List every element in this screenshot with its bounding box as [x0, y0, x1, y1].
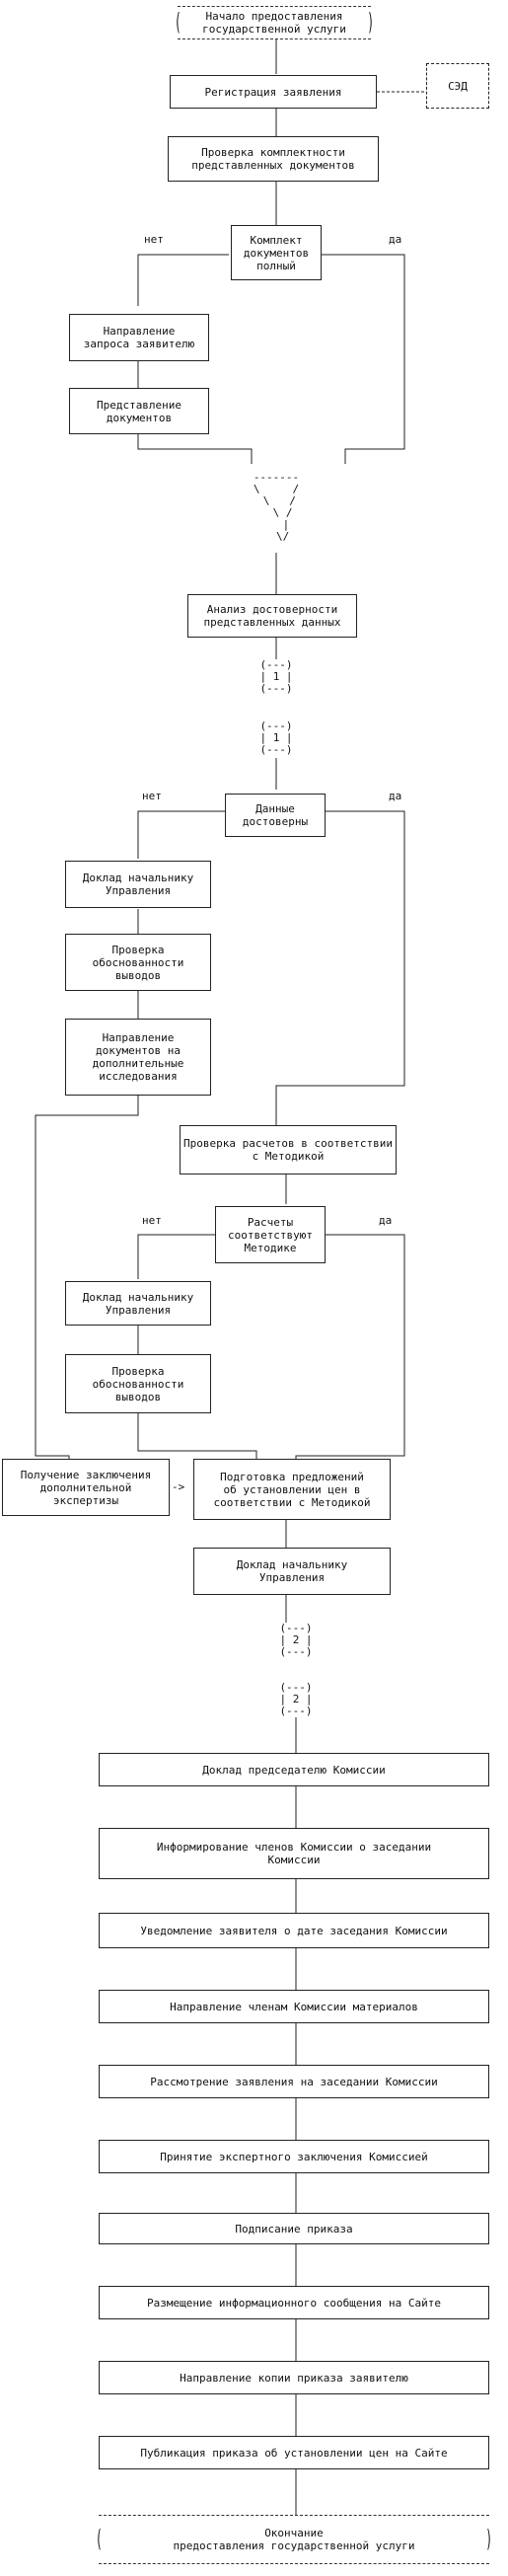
step-label-4: Направление членам Комиссии материалов: [170, 2000, 418, 2013]
step-label-5: Рассмотрение заявления на заседании Коми…: [150, 2075, 438, 2088]
send-docs-research-box: Направление документов на дополнительные…: [65, 1019, 211, 1096]
check-conclusions-box-2: Проверка обоснованности выводов: [65, 1354, 211, 1413]
connector-1-out: (---) | 1 | (---): [259, 658, 293, 695]
step-label-8: Размещение информационного сообщения на …: [146, 2296, 441, 2310]
start-label: Начало предоставления государственной ус…: [202, 10, 346, 36]
step-label-2: Информирование членов Комиссии о заседан…: [156, 1841, 432, 1866]
send-docs-research-label: Направление документов на дополнительные…: [92, 1031, 184, 1083]
end-terminal: Окончание предоставления государственной…: [99, 2515, 489, 2564]
step-box-7: Подписание приказа: [99, 2213, 489, 2244]
step-label-6: Принятие экспертного заключения Комиссие…: [160, 2150, 428, 2163]
end-label: Окончание предоставления государственной…: [173, 2527, 415, 2552]
decision-valid: Данные достоверны: [225, 794, 326, 837]
report-head-box-2: Доклад начальнику Управления: [65, 1281, 211, 1326]
decision-valid-label: Данные достоверны: [242, 802, 309, 828]
step-box-6: Принятие экспертного заключения Комиссие…: [99, 2140, 489, 2173]
yes-label-1: да: [389, 233, 402, 246]
decision-complete-label: Комплект документов полный: [243, 233, 310, 272]
no-label-3: нет: [142, 1214, 162, 1227]
check-complete-label: Проверка комплектности представленных до…: [191, 146, 355, 172]
step-box-8: Размещение информационного сообщения на …: [99, 2286, 489, 2319]
step-box-2: Информирование членов Комиссии о заседан…: [99, 1828, 489, 1879]
prepare-proposals-label: Подготовка предложений об установлении ц…: [213, 1470, 371, 1509]
step-label-9: Направление копии приказа заявителю: [180, 2371, 408, 2385]
analysis-label: Анализ достоверности представленных данн…: [203, 603, 341, 629]
yes-label-2: да: [389, 790, 402, 802]
decision-complete: Комплект документов полный: [231, 225, 322, 280]
connector-2-in: (---) | 2 | (---): [279, 1681, 313, 1717]
yes-label-3: да: [379, 1214, 393, 1227]
check-calc-label: Проверка расчетов в соответствии с Метод…: [183, 1137, 393, 1163]
get-expertise-box: Получение заключения дополнительной эксп…: [2, 1459, 170, 1516]
step-box-10: Публикация приказа об установлении цен н…: [99, 2436, 489, 2469]
no-label-2: нет: [142, 790, 162, 802]
step-label-3: Уведомление заявителя о дате заседания К…: [140, 1924, 448, 1937]
registration-label: Регистрация заявления: [204, 85, 342, 99]
start-terminal: Начало предоставления государственной ус…: [178, 6, 371, 39]
connector-2-out: (---) | 2 | (---): [279, 1622, 313, 1658]
step-box-9: Направление копии приказа заявителю: [99, 2361, 489, 2394]
registration-box: Регистрация заявления: [170, 75, 377, 109]
report-head-label-1: Доклад начальнику Управления: [82, 871, 194, 897]
decision-calc-label: Расчеты соответствуют Методике: [227, 1215, 314, 1254]
step-label-1: Доклад председателю Комиссии: [202, 1763, 386, 1777]
check-complete-box: Проверка комплектности представленных до…: [168, 136, 379, 182]
check-conclusions-label-2: Проверка обоснованности выводов: [92, 1364, 184, 1403]
sed-box: СЭД: [426, 63, 489, 109]
check-calc-box: Проверка расчетов в соответствии с Метод…: [180, 1125, 397, 1174]
arrow-right: ->: [172, 1480, 185, 1493]
check-conclusions-label-1: Проверка обоснованности выводов: [92, 943, 184, 982]
get-expertise-label: Получение заключения дополнительной эксп…: [20, 1468, 152, 1507]
step-label-7: Подписание приказа: [235, 2222, 353, 2235]
step-label-10: Публикация приказа об установлении цен н…: [140, 2446, 448, 2460]
check-conclusions-box-1: Проверка обоснованности выводов: [65, 934, 211, 991]
report-head-box-1: Доклад начальнику Управления: [65, 861, 211, 908]
merge-node: ------- \ / \ / \ / | \/: [253, 471, 300, 543]
step-box-4: Направление членам Комиссии материалов: [99, 1990, 489, 2023]
no-label-1: нет: [144, 233, 164, 246]
submit-docs-label: Представление документов: [96, 398, 182, 424]
report-head-label-3: Доклад начальнику Управления: [236, 1558, 348, 1584]
prepare-proposals-box: Подготовка предложений об установлении ц…: [193, 1459, 391, 1520]
step-box-3: Уведомление заявителя о дате заседания К…: [99, 1913, 489, 1948]
sed-label: СЭД: [448, 79, 468, 93]
connector-1-in: (---) | 1 | (---): [259, 720, 293, 756]
report-head-label-2: Доклад начальнику Управления: [82, 1290, 194, 1317]
step-box-1: Доклад председателю Комиссии: [99, 1753, 489, 1786]
submit-docs-box: Представление документов: [69, 388, 209, 434]
analysis-box: Анализ достоверности представленных данн…: [187, 594, 357, 638]
step-box-5: Рассмотрение заявления на заседании Коми…: [99, 2065, 489, 2098]
send-request-box: Направление запроса заявителю: [69, 314, 209, 361]
report-head-box-3: Доклад начальнику Управления: [193, 1548, 391, 1595]
send-request-label: Направление запроса заявителю: [83, 325, 195, 350]
decision-calc: Расчеты соответствуют Методике: [215, 1206, 326, 1263]
